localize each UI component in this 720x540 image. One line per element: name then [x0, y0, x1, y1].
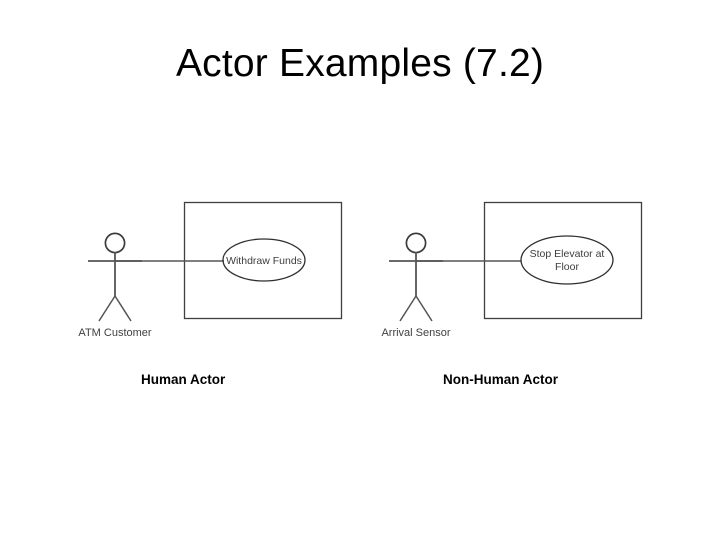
actor-stick-figure-atm-customer	[88, 232, 142, 322]
actor-leg-right	[415, 295, 433, 322]
caption-non-human-actor: Non-Human Actor	[443, 372, 558, 387]
use-case-label-withdraw-funds: Withdraw Funds	[226, 255, 302, 267]
use-case-label-stop-elevator-line1: Stop Elevator at	[530, 248, 605, 260]
human-actor-diagram: ATM Customer Withdraw Funds	[78, 201, 343, 339]
use-case-ellipse-withdraw-funds	[222, 238, 306, 282]
actor-head-icon	[405, 232, 427, 254]
actor-label-atm-customer: ATM Customer	[78, 327, 151, 339]
non-human-actor-diagram: Arrival Sensor Stop Elevator at Floor	[381, 201, 643, 339]
actor-stick-figure-arrival-sensor	[389, 232, 443, 322]
use-case-ellipse-stop-elevator	[520, 235, 614, 285]
actor-leg-right	[114, 295, 132, 322]
actor-head-icon	[104, 232, 126, 254]
caption-human-actor: Human Actor	[141, 372, 226, 387]
page-title: Actor Examples (7.2)	[175, 42, 545, 85]
actor-label-arrival-sensor: Arrival Sensor	[381, 327, 450, 339]
actor-leg-left	[399, 295, 417, 322]
actor-leg-left	[98, 295, 116, 322]
use-case-label-stop-elevator-line2: Floor	[555, 261, 579, 273]
